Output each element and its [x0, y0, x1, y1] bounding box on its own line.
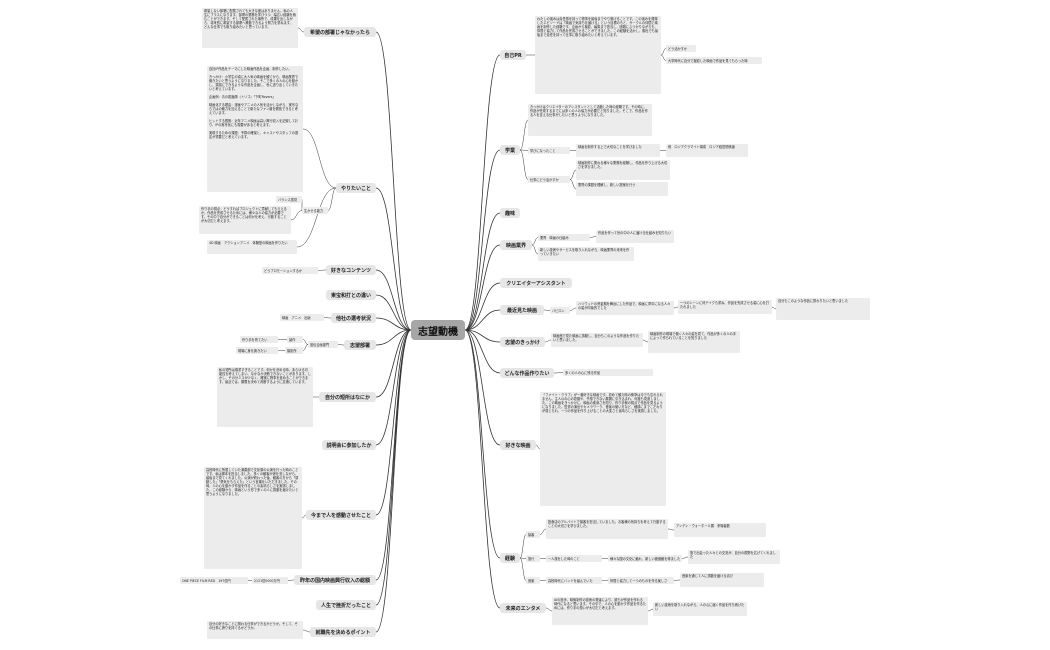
detail-gaku-1a[interactable]: 映画を制作する上で大切なことを学びました: [576, 144, 660, 157]
branch-gakureki[interactable]: 学業: [500, 145, 520, 155]
detail-kibou[interactable]: 希望しない部署に配属されても大きな差はありません。私の人生にプラスになります。部…: [202, 8, 298, 48]
detail-pr[interactable]: わたしの強みは責任感を持って物事を最後までやり遂げることです。この強みを発揮した…: [535, 16, 661, 94]
detail-ikaseru[interactable]: 生かせる能力: [302, 207, 328, 214]
detail-balance[interactable]: バランス感覚: [276, 196, 302, 203]
detail-kei-3a[interactable]: 高校時代にバンドを組んでいた: [546, 577, 602, 584]
detail-ikaseru-note[interactable]: 4D 映画 アクションアニメ 体験型の映画を作りたい: [207, 240, 297, 254]
branch-kyonen[interactable]: 昨年の国内映画興行収入の総額: [294, 575, 376, 585]
detail-shushoku[interactable]: 自分の好きなことに関わる仕事ができるかどうか。そして、その仕事に誇りを持てるかど…: [207, 621, 303, 639]
detail-gaku-2[interactable]: 仕事にどう活かすか: [528, 176, 570, 183]
detail-kyonen-1[interactable]: ONE PIECE FILM RED 197億円: [180, 577, 248, 584]
detail-kei-3b[interactable]: 仲間と協力して一つのものを作る楽しさ: [608, 577, 674, 584]
branch-sukina[interactable]: 好きなコンテンツ: [326, 265, 376, 275]
branch-kandou[interactable]: 今まで人を感動させたこと: [306, 510, 376, 520]
detail-donna[interactable]: 多くの人の心に残る作品: [563, 369, 653, 376]
branch-keireki[interactable]: 経験: [500, 553, 520, 563]
branch-creator[interactable]: クリエイターアシスタント: [500, 278, 572, 288]
detail-kei-2[interactable]: 旅行: [526, 555, 540, 562]
branch-jinsei[interactable]: 人生で挫折だったこと: [316, 600, 376, 610]
detail-shibou-2b[interactable]: 撮影所: [285, 347, 303, 354]
detail-saikin-1[interactable]: バビロン: [550, 307, 570, 314]
branch-kibou[interactable]: 希望の部署じゃなかったら: [304, 27, 376, 37]
branch-mirai[interactable]: 未来のエンタメ: [500, 603, 546, 613]
detail-yaritai[interactable]: 自社IP作品をテーマにした映画作品を企画、制作したい。 きっかけ：小学生の頃に大…: [207, 66, 303, 192]
detail-pr-2[interactable]: 大学時代に自分で撮影した映画で作品を見てもらった時: [666, 57, 762, 64]
branch-sukieiga[interactable]: 好きな映画: [500, 440, 536, 450]
branch-setsumei[interactable]: 説明会に参加したか: [322, 440, 376, 450]
detail-shibou-2[interactable]: 現場に身を置きたい: [236, 347, 278, 354]
detail-kei-2b[interactable]: 様々な国の文化に触れ、新しい価値観を得ました: [608, 555, 682, 562]
detail-kikkake-b[interactable]: 映画制作の現場で働く人々の姿を見て、作品が多くの人の手によって作られていることを…: [648, 331, 740, 353]
detail-kei-1[interactable]: 接客: [526, 531, 540, 538]
detail-kei-3[interactable]: 音楽: [526, 577, 540, 584]
detail-eiga-1[interactable]: 業界 映画の仕組み: [538, 234, 590, 241]
detail-shibou-1b[interactable]: 製作: [287, 336, 303, 343]
branch-pr[interactable]: 自己PR: [500, 50, 526, 60]
branch-donna[interactable]: どんな作品作りたい: [500, 368, 554, 378]
central-topic[interactable]: 志望動機: [411, 320, 465, 340]
detail-gaku-1[interactable]: 学びになったこと: [528, 147, 570, 154]
detail-sukina[interactable]: どうプロモーションするか: [262, 267, 318, 274]
branch-jibun[interactable]: 自分の短所はなにか: [319, 392, 376, 402]
detail-saikin-2[interactable]: ハリウッドの黄金期を舞台にした作品で、映画に夢中になる人々の姿が印象的でした: [576, 301, 674, 315]
branch-yaritai[interactable]: やりたいこと: [336, 183, 376, 193]
branch-shumi[interactable]: 趣味: [500, 208, 520, 218]
detail-gaku-main[interactable]: きっかけはクリエイターのアシスタントとして活動した時の経験です。その時に、作品が…: [528, 104, 652, 136]
detail-sukieiga[interactable]: 『ファイト・クラブ』が一番好きな映画です。初めて観た時の衝撃は今でも忘れられませ…: [540, 392, 666, 506]
detail-eiga-1a[interactable]: 作品を作って世の中の人に届ける仕組みを知りたい: [596, 230, 674, 243]
detail-saikin-4[interactable]: 自分もこのような作品に携わりたいと思いました: [776, 298, 870, 320]
detail-shibou-grp[interactable]: 宣伝企画部門: [308, 341, 338, 348]
detail-mirai[interactable]: AIの進歩、映像制作の技術の発達により、誰もが作品を作れる時代になると思います。…: [552, 597, 648, 625]
detail-saikin-3[interactable]: 一つのシーンに何テイクも重ね、作品を完成させる姿に心を打たれました: [678, 300, 772, 314]
detail-mirai-b[interactable]: 新しい技術を取り入れながら、人の心に届く作品を作り続けたい: [653, 602, 747, 616]
detail-kei-2c[interactable]: 旅で出会った人々との交流が、自分の視野を広げてくれました: [688, 550, 780, 564]
detail-kyonen-2[interactable]: 2131億0000万円: [252, 577, 288, 584]
branch-shibou[interactable]: 志望部署: [344, 340, 376, 350]
detail-kei-2a[interactable]: 一人旅をした時のこと: [546, 555, 602, 562]
detail-jibun[interactable]: 私の短所は慎重すぎることです。何かを決める時、あらゆる可能性を考えてしまい、なか…: [217, 367, 313, 427]
detail-kei-1b[interactable]: アンディ・ウォーホール展 来場者数: [674, 523, 766, 537]
detail-yaritai-note[interactable]: 作り手の視点：どうすればプロジェクトに貢献してもらえるか。作品を完成させるために…: [199, 206, 291, 234]
branch-eiga[interactable]: 映画業界: [500, 240, 532, 250]
branch-shushoku[interactable]: 就職先を決めるポイント: [310, 627, 376, 637]
branch-saikin[interactable]: 最近見た映画: [500, 305, 544, 315]
detail-kei-1a[interactable]: 飲食店のアルバイトで接客を担当していました。お客様の気持ちを考えて行動することの…: [546, 519, 668, 539]
detail-kikkake[interactable]: 映画館で見た映画に感動し、自分もこのような作品を作りたいと思いました。: [551, 333, 643, 347]
detail-gaku-1b[interactable]: 例 ロジアクラマイト構成 ロジア経営関係論: [666, 144, 748, 157]
detail-chosa[interactable]: 映画 アニメ 出版: [280, 314, 324, 321]
branch-kikkake[interactable]: 志望のきっかけ: [500, 337, 545, 347]
detail-kandou[interactable]: 高校時代に所属していた演劇部で文化祭の公演を行った時のことです。私は脚本を担当し…: [204, 467, 302, 569]
branch-toho[interactable]: 東宝和打との違い: [326, 290, 376, 300]
detail-eiga-2[interactable]: 新しい技術やサービスを取り入れながら、映画業界の未来を作っていきたい: [538, 247, 634, 261]
detail-kei-3c[interactable]: 音楽を通じて人に感動を届ける喜び: [680, 573, 764, 587]
detail-pr-1[interactable]: どう活かすか: [666, 45, 696, 52]
detail-gaku-2b[interactable]: 業界の課題を理解し、新しい提案を行う: [576, 182, 668, 196]
detail-shibou-1[interactable]: 作り手を育てたい: [240, 336, 278, 343]
branch-chosa[interactable]: 他社の選考状況: [331, 313, 376, 323]
detail-gaku-2a[interactable]: 映画制作に関わる様々な業務を経験し、作品を作り上げる大切さを学びました。: [576, 160, 670, 180]
